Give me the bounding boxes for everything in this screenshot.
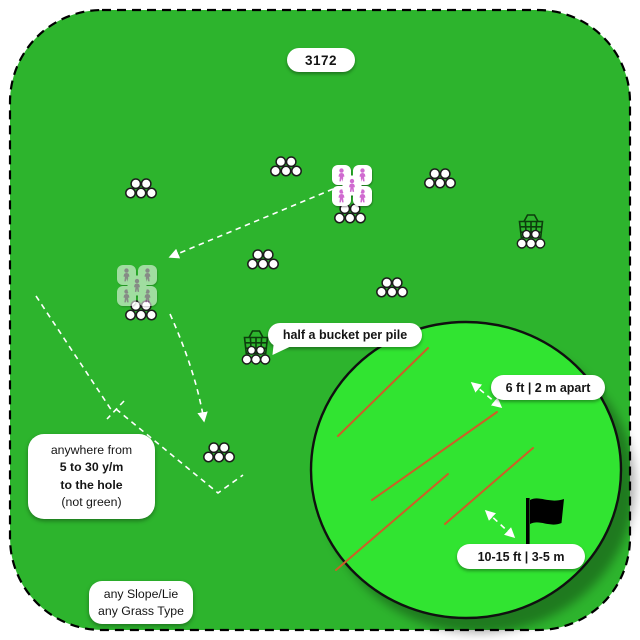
mow-lines bbox=[335, 347, 534, 571]
zone-sketch-line bbox=[115, 408, 244, 495]
conditions-line2: any Grass Type bbox=[98, 604, 184, 619]
putting-green bbox=[309, 320, 623, 620]
hole-distance-arrow bbox=[484, 509, 516, 539]
hole-distance-label: 10-15 ft | 3-5 m bbox=[457, 544, 585, 569]
field-dashed-border bbox=[8, 8, 632, 632]
mow-line bbox=[337, 347, 429, 437]
start-zone-line3: to the hole bbox=[60, 477, 123, 492]
flagstick-icon bbox=[526, 498, 564, 546]
conditions-label: any Slope/Lie any Grass Type bbox=[89, 581, 193, 625]
conditions-line1: any Slope/Lie bbox=[103, 587, 179, 601]
start-zone-label: anywhere from 5 to 30 y/m to the hole (n… bbox=[28, 434, 155, 519]
zone-sketch-tick bbox=[106, 400, 125, 420]
spacing-arrow bbox=[470, 382, 503, 408]
zone-sketch-line bbox=[35, 295, 113, 412]
start-zone-line4: (not green) bbox=[61, 495, 122, 510]
bucket-note-label: half a bucket per pile bbox=[268, 323, 422, 347]
mow-line bbox=[335, 473, 449, 571]
mow-line bbox=[371, 411, 498, 501]
pile-spacing-label: 6 ft | 2 m apart bbox=[491, 375, 605, 400]
start-zone-line2: 5 to 30 y/m bbox=[59, 460, 124, 475]
drill-number-badge: 3172 bbox=[287, 48, 355, 72]
start-zone-line1: anywhere from bbox=[50, 443, 133, 457]
arrow-to-drop-pile bbox=[169, 313, 208, 423]
mow-line bbox=[444, 447, 534, 525]
